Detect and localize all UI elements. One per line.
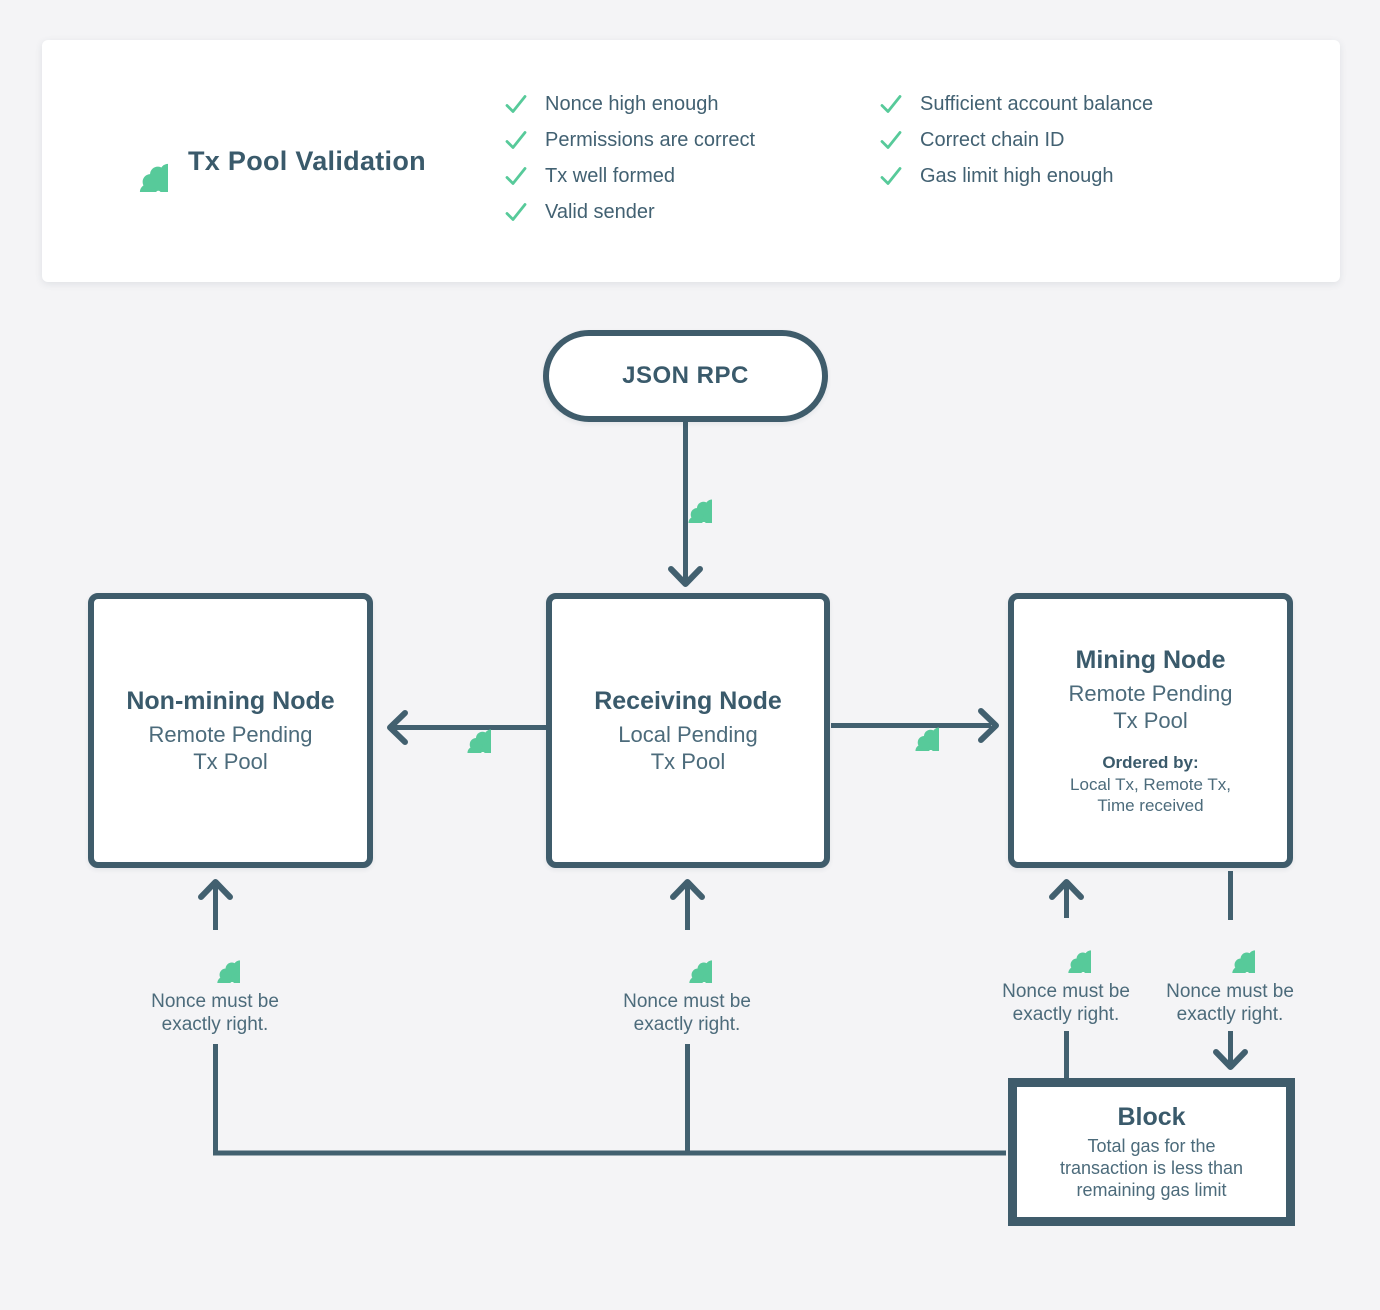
nonce-note: Nonce must be exactly right. [587,991,787,1036]
check-item: Tx well formed [503,158,755,194]
ordered-by-body: Local Tx, Remote Tx, Time received [1070,774,1231,816]
check-label: Nonce high enough [545,92,719,115]
check-icon [503,91,529,117]
check-item: Valid sender [503,194,755,230]
arrowhead-right-icon [978,708,999,743]
seal-check-badge-icon [660,471,712,523]
nonce-note-line: exactly right. [1176,1003,1284,1025]
check-icon [878,163,904,189]
ordered-by-line: Local Tx, Remote Tx, [1070,775,1231,794]
seal-check-badge-icon [190,933,240,983]
check-icon [878,91,904,117]
block-title: Block [1117,1103,1186,1131]
check-item: Permissions are correct [503,122,755,158]
nonce-note-line: Nonce must be [1002,981,1130,1002]
node-subtitle: Local Pending Tx Pool [618,721,757,775]
check-icon [503,127,529,153]
nonce-note-line: Nonce must be [1166,981,1294,1002]
subtitle-line: Tx Pool [193,749,268,774]
node-title: Mining Node [1075,646,1226,674]
nonce-note: Nonce must be exactly right. [1130,981,1330,1026]
seal-check-badge-icon [662,933,712,983]
nonce-note-line: exactly right. [1012,1003,1120,1025]
tx-pool-validation-card: Tx Pool Validation Nonce high enough Per… [42,40,1340,282]
block-body-line: Total gas for the [1087,1136,1216,1156]
block-body-line: remaining gas limit [1076,1180,1227,1200]
connector-block-to-nonmining-elbow [213,1044,1006,1156]
arrowhead-up-icon [1049,879,1084,900]
mining-node: Mining Node Remote Pending Tx Pool Order… [1008,593,1293,868]
validation-checklist-right: Sufficient account balance Correct chain… [878,86,1153,194]
seal-check-badge-icon [439,701,491,753]
nonce-note-line: Nonce must be [151,991,279,1012]
check-item: Correct chain ID [878,122,1153,158]
check-label: Gas limit high enough [920,164,1114,187]
arrowhead-up-icon [198,879,233,900]
nonce-note-line: exactly right. [633,1013,741,1035]
ordered-by-section: Ordered by: Local Tx, Remote Tx, Time re… [1070,752,1231,816]
check-label: Sufficient account balance [920,92,1154,115]
receiving-node: Receiving Node Local Pending Tx Pool [546,593,830,868]
check-item: Sufficient account balance [878,86,1153,122]
block-node: Block Total gas for the transaction is l… [1008,1078,1295,1226]
seal-check-badge-icon [1205,923,1255,973]
subtitle-line: Tx Pool [650,749,726,774]
card-header: Tx Pool Validation [106,40,426,282]
seal-check-badge-icon [106,130,168,192]
check-item: Nonce high enough [503,86,755,122]
node-title: Receiving Node [594,687,782,715]
check-label: Correct chain ID [920,128,1065,151]
nonce-note-line: Nonce must be [623,991,751,1012]
arrowhead-up-icon [670,879,705,900]
subtitle-line: Local Pending [618,722,758,747]
ordered-by-line: Time received [1097,796,1204,815]
arrowhead-left-icon [387,710,408,745]
arrowhead-down-icon [1213,1049,1248,1070]
block-body: Total gas for the transaction is less th… [1060,1135,1243,1201]
ordered-by-label: Ordered by: [1102,753,1199,772]
node-subtitle: Remote Pending Tx Pool [1069,680,1233,734]
node-subtitle: Remote Pending Tx Pool [149,721,313,775]
nonce-note-line: exactly right. [161,1013,269,1035]
check-label: Tx well formed [545,164,676,187]
seal-check-badge-icon [887,699,939,751]
check-icon [503,199,529,225]
check-item: Gas limit high enough [878,158,1153,194]
validation-checklist-left: Nonce high enough Permissions are correc… [503,86,755,230]
non-mining-node: Non-mining Node Remote Pending Tx Pool [88,593,373,868]
check-icon [878,127,904,153]
card-title: Tx Pool Validation [188,145,426,176]
subtitle-line: Tx Pool [1113,708,1188,733]
seal-check-badge-icon [1041,923,1091,973]
nonce-note: Nonce must be exactly right. [966,981,1166,1026]
node-title: Non-mining Node [126,687,335,715]
json-rpc-node: JSON RPC [543,330,828,422]
subtitle-line: Remote Pending [1068,681,1233,706]
check-label: Permissions are correct [545,128,756,151]
arrowhead-down-icon [668,566,703,587]
check-icon [503,163,529,189]
block-body-line: transaction is less than [1059,1158,1244,1178]
nonce-note: Nonce must be exactly right. [115,991,315,1036]
check-label: Valid sender [545,200,655,223]
subtitle-line: Remote Pending [148,722,313,747]
json-rpc-label: JSON RPC [622,362,749,389]
